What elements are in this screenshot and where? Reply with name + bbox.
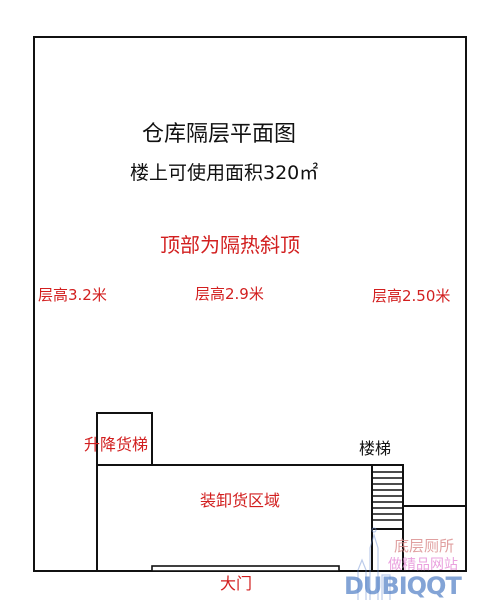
watermark-logo-text: DUBIQQT — [344, 572, 462, 600]
plan-title: 仓库隔层平面图 — [142, 122, 297, 147]
height-label-middle: 层高2.9米 — [195, 285, 264, 303]
lift-box — [96, 412, 153, 466]
gate-label: 大门 — [220, 574, 253, 593]
main-gate — [151, 565, 340, 572]
watermark-skyline — [357, 527, 391, 600]
usable-area-note: 楼上可使用面积320㎡ — [130, 162, 319, 184]
loading-area-label: 装卸货区域 — [200, 491, 281, 510]
loading-block-wall — [96, 464, 373, 571]
stairs-label: 楼梯 — [359, 439, 392, 458]
lift-label: 升降货梯 — [84, 435, 149, 454]
watermark-text-3: 做精品网站 — [388, 557, 458, 573]
height-label-right: 层高2.50米 — [372, 287, 451, 305]
roof-note: 顶部为隔热斜顶 — [160, 233, 300, 257]
height-label-left: 层高3.2米 — [38, 286, 107, 304]
stairs-symbol — [371, 464, 404, 530]
watermark-text-1: 底层厕所 — [394, 537, 455, 555]
